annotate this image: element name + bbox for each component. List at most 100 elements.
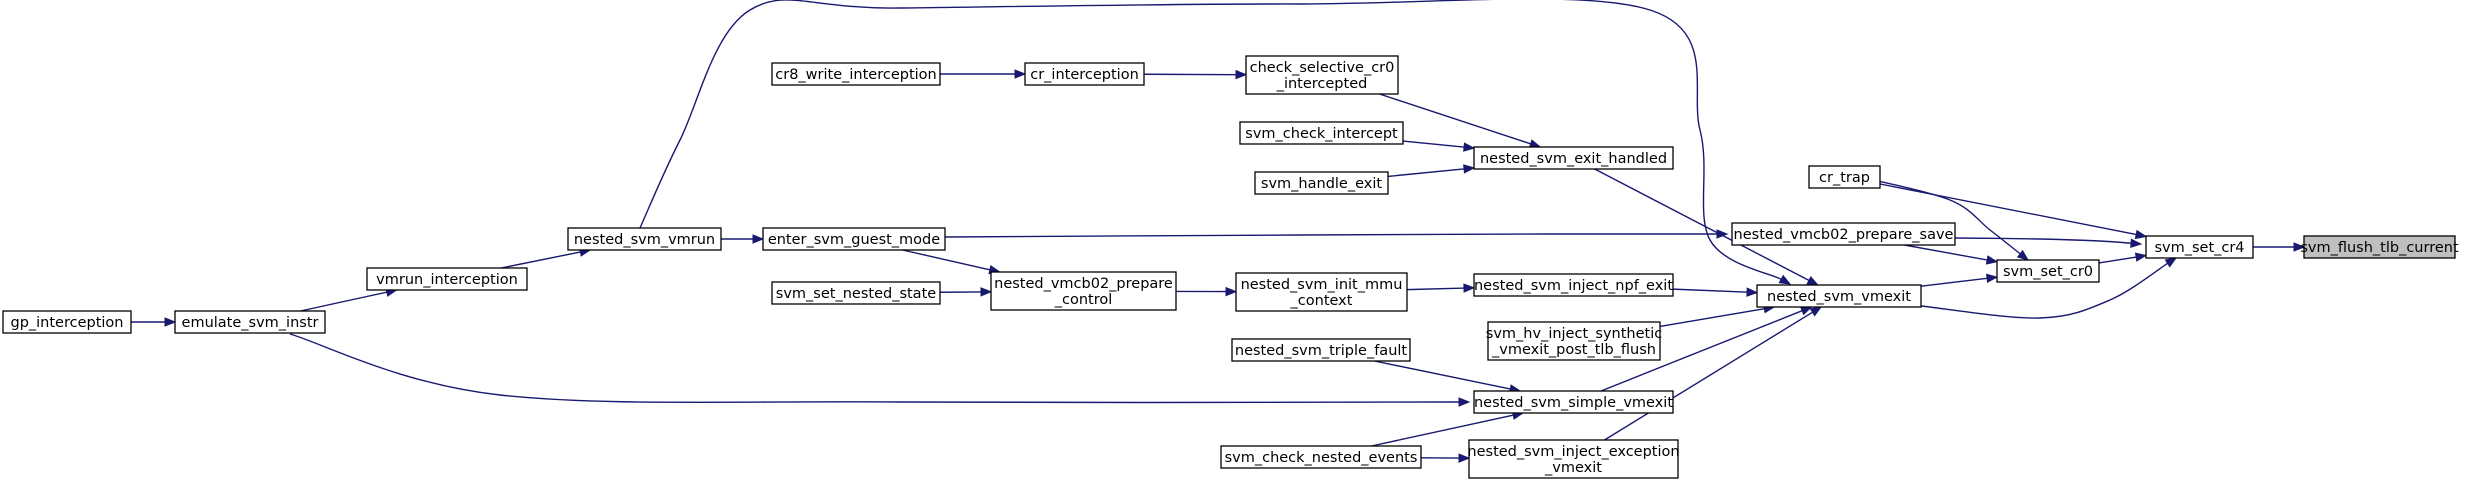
- edge-line: [902, 249, 992, 271]
- node-box: [1245, 55, 1399, 95]
- edge-line: [1954, 237, 2133, 245]
- node-box: [990, 271, 1177, 311]
- edge-cr_trap-to-svm_set_cr4: [1879, 183, 2148, 240]
- node-svm_set_cr4[interactable]: svm_set_cr4: [2145, 235, 2254, 259]
- node-label: vmrun_interception: [376, 272, 518, 288]
- edge-nested_svm_vmexit-to-svm_set_cr0: [1920, 273, 1999, 287]
- node-label: svm_set_nested_state: [776, 286, 936, 302]
- node-box: [174, 310, 326, 334]
- arrowhead-icon: [1463, 283, 1476, 293]
- edge-svm_check_intercept-to-nested_svm_exit_handled: [1402, 140, 1476, 152]
- arrowhead-icon: [1458, 453, 1471, 463]
- arrowhead-icon: [1458, 397, 1471, 407]
- node-box: [762, 227, 946, 251]
- edge-nested_svm_triple_fault-to-nested_svm_simple_vmexit: [1374, 360, 1522, 394]
- node-box: [1254, 171, 1389, 195]
- edge-gp_interception-to-emulate_svm_instr: [131, 317, 177, 327]
- node-cr_trap[interactable]: cr_trap: [1808, 165, 1881, 189]
- edge-emulate_svm_instr-to-nested_svm_simple_vmexit: [289, 333, 1471, 407]
- node-nested_svm_vmexit[interactable]: nested_svm_vmexit: [1756, 284, 1922, 308]
- edge-cr_interception-to-check_selective_cr0_intercepted: [1143, 69, 1248, 80]
- node-box: [1235, 272, 1408, 312]
- node-nested_svm_vmrun[interactable]: nested_svm_vmrun: [567, 227, 722, 251]
- node-nested_svm_exit_handled[interactable]: nested_svm_exit_handled: [1473, 146, 1674, 170]
- node-nested_svm_init_mmu_context[interactable]: nested_svm_init_mmu_context: [1235, 272, 1408, 312]
- arrowhead-icon: [1809, 306, 1823, 317]
- node-label: nested_svm_triple_fault: [1235, 343, 1408, 359]
- node-enter_svm_guest_mode[interactable]: enter_svm_guest_mode: [762, 227, 946, 251]
- edge-line: [1659, 307, 1766, 328]
- node-cr_interception[interactable]: cr_interception: [1024, 62, 1145, 86]
- edge-line: [639, 0, 1783, 281]
- node-label: cr8_write_interception: [775, 67, 936, 83]
- edge-line: [1904, 244, 1989, 261]
- node-label: svm_check_intercept: [1245, 126, 1398, 142]
- edge-line: [1920, 277, 1989, 287]
- edge-line: [1379, 93, 1532, 145]
- node-emulate_svm_instr[interactable]: emulate_svm_instr: [174, 310, 326, 334]
- edge-vmrun_interception-to-nested_svm_vmrun: [501, 247, 592, 269]
- node-svm_set_cr0[interactable]: svm_set_cr0: [1996, 259, 2100, 283]
- node-nested_svm_triple_fault[interactable]: nested_svm_triple_fault: [1231, 338, 1411, 362]
- edge-line: [1604, 311, 1814, 441]
- node-box: [1756, 284, 1922, 308]
- arrowhead-icon: [752, 234, 765, 244]
- edge-line: [1594, 168, 1811, 282]
- node-nested_vmcb02_prepare_save[interactable]: nested_vmcb02_prepare_save: [1731, 222, 1956, 246]
- edge-line: [1371, 414, 1515, 447]
- node-nested_svm_inject_npf_exit[interactable]: nested_svm_inject_npf_exit: [1473, 273, 1674, 297]
- node-box: [1473, 146, 1674, 170]
- node-label: check_selective_cr0: [1250, 60, 1395, 76]
- arrowhead-icon: [2130, 238, 2143, 248]
- node-label: nested_svm_inject_exception: [1467, 444, 1679, 460]
- node-label: nested_svm_simple_vmexit: [1474, 395, 1673, 411]
- node-vmrun_interception[interactable]: vmrun_interception: [366, 267, 528, 291]
- edge-line: [944, 233, 1719, 238]
- arrowhead-icon: [1986, 273, 1999, 284]
- node-box: [1024, 62, 1145, 86]
- arrowhead-icon: [164, 317, 177, 327]
- node-label: _context: [1290, 293, 1353, 309]
- node-svm_set_nested_state[interactable]: svm_set_nested_state: [771, 281, 941, 305]
- node-box: [1239, 121, 1404, 145]
- node-label: svm_hv_inject_synthetic: [1486, 326, 1662, 342]
- edge-line: [300, 291, 388, 312]
- edge-svm_check_nested_events-to-nested_svm_inject_exception_vmexit: [1420, 453, 1471, 463]
- node-box: [1808, 165, 1881, 189]
- arrowhead-icon: [2134, 229, 2148, 240]
- arrowhead-icon: [1806, 275, 1820, 286]
- edge-nested_svm_inject_exception_vmexit-to-nested_svm_vmexit: [1604, 306, 1823, 441]
- edge-line: [1879, 183, 2138, 236]
- node-svm_handle_exit[interactable]: svm_handle_exit: [1254, 171, 1389, 195]
- node-nested_svm_inject_exception_vmexit[interactable]: nested_svm_inject_exception_vmexit: [1467, 439, 1680, 479]
- node-box: [1996, 259, 2100, 283]
- node-check_selective_cr0_intercepted[interactable]: check_selective_cr0_intercepted: [1245, 55, 1399, 95]
- arrowhead-icon: [2016, 249, 2030, 261]
- node-box: [771, 281, 941, 305]
- node-svm_flush_tlb_current: svm_flush_tlb_current: [2300, 235, 2459, 259]
- node-svm_check_nested_events[interactable]: svm_check_nested_events: [1220, 445, 1422, 469]
- node-box: [1473, 390, 1674, 414]
- node-nested_svm_simple_vmexit[interactable]: nested_svm_simple_vmexit: [1473, 390, 1674, 414]
- node-gp_interception[interactable]: gp_interception: [2, 310, 132, 334]
- node-box: [2, 310, 132, 334]
- node-label: nested_svm_inject_npf_exit: [1474, 278, 1673, 294]
- edge-cr8_write_interception-to-cr_interception: [940, 69, 1027, 79]
- node-svm_check_intercept[interactable]: svm_check_intercept: [1239, 121, 1404, 145]
- node-box: [1487, 321, 1661, 361]
- arrowhead-icon: [1235, 69, 1248, 80]
- node-box: [1468, 439, 1679, 479]
- edges-layer: [131, 0, 2306, 463]
- edge-line: [2098, 256, 2138, 264]
- node-svm_hv_inject_synthetic_vmexit_post_tlb_flush[interactable]: svm_hv_inject_synthetic_vmexit_post_tlb_…: [1486, 321, 1662, 361]
- node-nested_vmcb02_prepare_control[interactable]: nested_vmcb02_prepare_control: [990, 271, 1177, 311]
- edge-cr_trap-to-svm_set_cr0: [1859, 176, 2030, 261]
- arrowhead-icon: [2293, 242, 2306, 252]
- node-label: svm_handle_exit: [1261, 176, 1382, 192]
- arrowhead-icon: [2134, 252, 2148, 262]
- arrowhead-icon: [1778, 274, 1792, 285]
- node-cr8_write_interception[interactable]: cr8_write_interception: [771, 62, 941, 86]
- edge-svm_handle_exit-to-nested_svm_exit_handled: [1387, 164, 1476, 178]
- node-box: [1473, 273, 1674, 297]
